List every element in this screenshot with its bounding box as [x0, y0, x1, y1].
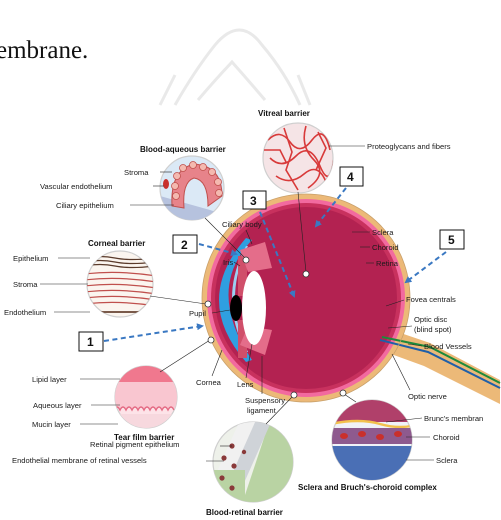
label-fovea: Fovea centrals — [406, 295, 456, 304]
vitreous-body — [215, 207, 397, 389]
route-number-2: 2 — [181, 238, 188, 252]
label-brunc-membran: Brunc's membran — [424, 414, 483, 423]
label-pupil: Pupil — [189, 309, 206, 318]
label-retina: Retina — [376, 259, 399, 268]
corneal-barrier-title: Corneal barrier — [88, 239, 145, 248]
label-epithelium: Epithelium — [13, 254, 48, 263]
label-ligament: ligament — [247, 406, 277, 415]
watermark-logo — [160, 30, 310, 105]
label-optic-nerve: Optic nerve — [408, 392, 447, 401]
tear-film-barrier-inset: Lipid layer Aqueous layer Mucin layer Te… — [32, 337, 214, 442]
label-vascular-endothelium: Vascular endothelium — [40, 182, 112, 191]
label-suspensory: Suspensory — [245, 396, 285, 405]
label-mucin-layer: Mucin layer — [32, 420, 71, 429]
label-ciliary-body: Ciliary body — [222, 220, 262, 229]
sclera-bruch-title: Sclera and Bruch's-choroid complex — [298, 483, 437, 492]
label-optic-disc: Optic disc — [414, 315, 448, 324]
blood-retinal-barrier-title: Blood-retinal barrier — [206, 508, 283, 517]
label-blood-vessels: Blood Vessels — [424, 342, 472, 351]
label-proteoglycans: Proteoglycans and fibers — [367, 142, 451, 151]
header-text-fragment: embrane. — [0, 37, 88, 64]
label-aqueous-layer: Aqueous layer — [33, 401, 82, 410]
label-ciliary-epithelium: Ciliary epithelium — [56, 201, 114, 210]
label-iris: Iris — [223, 258, 233, 267]
route-number-1: 1 — [87, 335, 94, 349]
label-sclera-inset: Sclera — [436, 456, 458, 465]
blood-aqueous-barrier-title: Blood-aqueous barrier — [140, 145, 226, 154]
label-blind-spot: (blind spot) — [414, 325, 452, 334]
label-lipid-layer: Lipid layer — [32, 375, 67, 384]
lens-shape — [242, 271, 266, 345]
sclera-bruch-inset: Brunc's membran Choroid Sclera Sclera an… — [298, 390, 483, 492]
label-stroma-ba: Stroma — [124, 168, 149, 177]
label-sclera: Sclera — [372, 228, 394, 237]
route-number-5: 5 — [448, 233, 455, 247]
vitreal-barrier-title: Vitreal barrier — [258, 109, 310, 118]
label-choroid: Choroid — [372, 243, 399, 252]
route-number-3: 3 — [250, 194, 257, 208]
label-endothelium: Endothelium — [4, 308, 46, 317]
label-retinal-pigment-epithelium: Retinal pigment epithelium — [90, 440, 180, 449]
label-lens: Lens — [237, 380, 254, 389]
route-number-4: 4 — [347, 170, 354, 184]
pupil-shape — [230, 295, 242, 321]
label-stroma-corneal: Stroma — [13, 280, 38, 289]
label-cornea: Cornea — [196, 378, 222, 387]
label-endothelial-membrane: Endothelial membrane of retinal vessels — [12, 456, 147, 465]
label-choroid-inset: Choroid — [433, 433, 460, 442]
